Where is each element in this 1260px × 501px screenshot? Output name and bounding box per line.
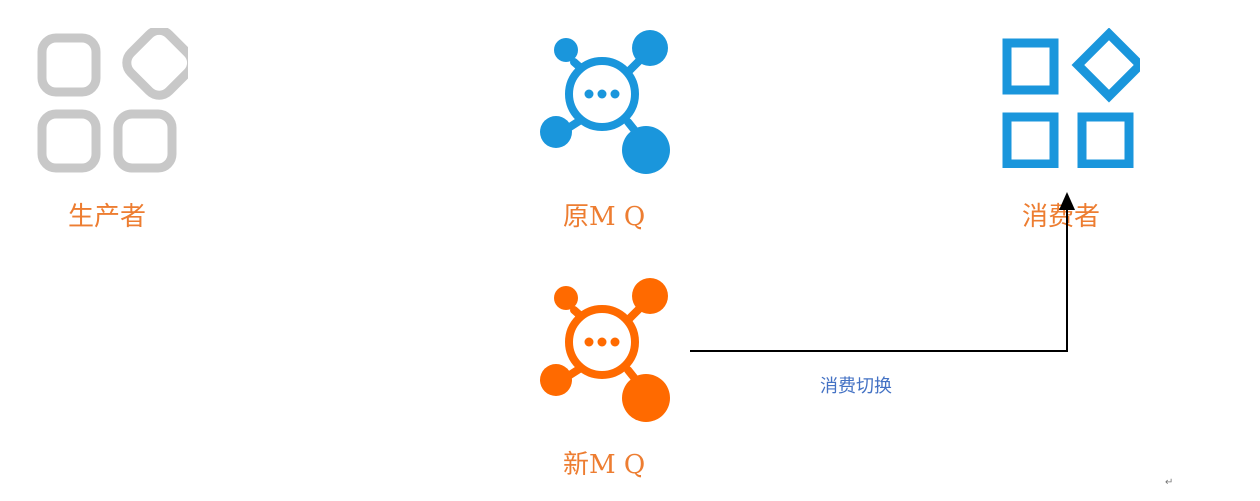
consumer-apps-grid-icon	[1002, 28, 1140, 168]
old-mq-hub-icon	[540, 30, 670, 174]
switch-consumption-label: 消费切换	[820, 376, 892, 397]
producer-apps-grid-icon	[37, 28, 188, 173]
new-mq-label: 新M Q	[563, 450, 646, 480]
switch-consumption-connector	[690, 196, 1068, 352]
old-mq-label: 原M Q	[563, 202, 646, 232]
producer-label: 生产者	[68, 202, 147, 232]
new-mq-hub-icon	[540, 278, 670, 422]
paragraph-mark: ↵	[1165, 477, 1174, 488]
connector-arrowhead	[1059, 192, 1075, 210]
